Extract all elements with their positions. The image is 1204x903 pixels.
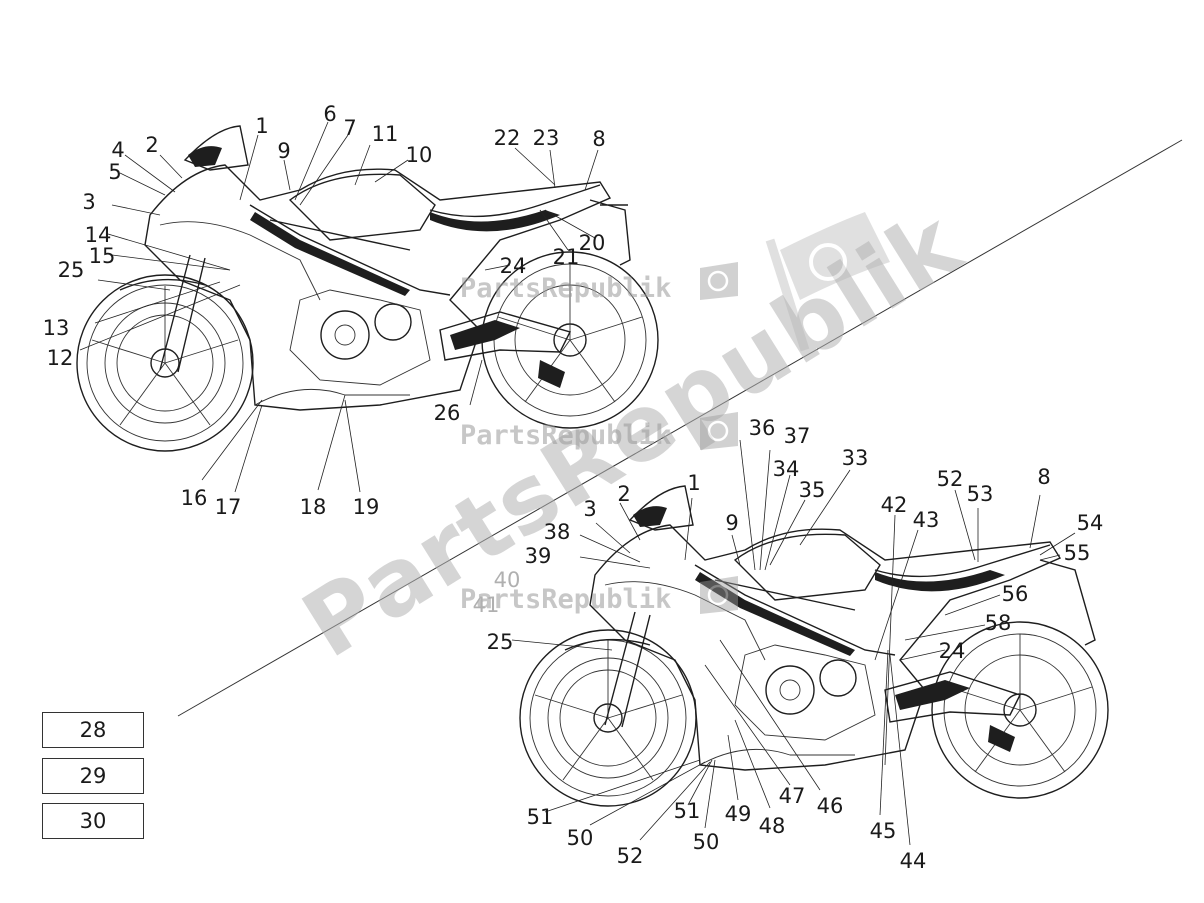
callout-top-2: 2 (145, 133, 158, 157)
callout-bottom-53: 52 (937, 467, 964, 491)
callout-bottom-42: 44 (900, 849, 927, 873)
callout-bottom-36: 38 (544, 520, 571, 544)
callout-bottom-47: 49 (725, 802, 752, 826)
callout-bottom-56: 55 (1064, 541, 1091, 565)
callout-top-20: 20 (579, 231, 606, 255)
callout-top-5: 5 (108, 160, 121, 184)
callout-bottom-8: 8 (1037, 465, 1050, 489)
callout-top-9: 9 (277, 139, 290, 163)
callout-top-12: 12 (47, 346, 74, 370)
callout-top-6: 6 (323, 102, 336, 126)
callout-bottom-54: 53 (967, 482, 994, 506)
part-box-28: 28 (42, 712, 144, 748)
callout-top-11: 11 (372, 122, 399, 146)
callout-top-17: 17 (215, 495, 242, 519)
callout-top-18: 18 (300, 495, 327, 519)
callout-bottom-41: 43 (913, 508, 940, 532)
callout-bottom-38: 40 (494, 568, 521, 592)
callout-bottom-35: 37 (784, 424, 811, 448)
gear-icon (700, 262, 738, 300)
top-motorcycle-drawing (76, 125, 659, 452)
callout-top-8: 8 (592, 127, 605, 151)
watermark-small-mid: PartsRepublik (460, 420, 671, 451)
gear-icon (765, 212, 890, 352)
callout-bottom-48: 50 (693, 830, 720, 854)
callout-top-14: 14 (85, 223, 112, 247)
callout-top-7: 7 (343, 116, 356, 140)
callout-top-15: 15 (89, 244, 116, 268)
part-box-30: 30 (42, 803, 144, 839)
callout-top-24: 24 (500, 254, 527, 278)
callout-top-19: 19 (353, 495, 380, 519)
part-box-29: 29 (42, 758, 144, 794)
callout-bottom-43: 45 (870, 819, 897, 843)
callout-top-26: 26 (434, 401, 461, 425)
callout-bottom-2: 2 (617, 482, 630, 506)
callout-bottom-46: 48 (759, 814, 786, 838)
callout-bottom-34: 36 (749, 416, 776, 440)
callout-top-4: 4 (111, 138, 124, 162)
callout-bottom-24: 24 (939, 639, 966, 663)
callout-top-22: 22 (494, 126, 521, 150)
callout-bottom-32: 34 (773, 457, 800, 481)
watermark-layer: PartsRepublik PartsRepublik PartsRepubli… (285, 189, 979, 678)
callout-bottom-45: 47 (779, 784, 806, 808)
diagonal-divider (177, 139, 1183, 717)
callout-top-3: 3 (82, 190, 95, 214)
callout-bottom-9: 9 (725, 511, 738, 535)
callout-bottom-55: 54 (1077, 511, 1104, 535)
callout-top-21: 21 (553, 245, 580, 269)
callout-bottom-51: 51 (527, 805, 554, 829)
callout-top-1: 1 (255, 114, 268, 138)
watermark-small-bottom: PartsRepublik (460, 584, 671, 615)
callout-bottom-44: 46 (817, 794, 844, 818)
callout-top-25: 25 (58, 258, 85, 282)
gear-icon (700, 412, 738, 450)
callout-top-16: 16 (181, 486, 208, 510)
callout-top-13: 13 (43, 316, 70, 340)
gear-icon (700, 576, 738, 614)
bottom-front-wheel (519, 629, 697, 807)
callout-bottom-40: 42 (881, 493, 908, 517)
callout-top-10: 10 (406, 143, 433, 167)
callout-bottom-25: 25 (487, 630, 514, 654)
callout-bottom-49: 51 (674, 799, 701, 823)
callout-bottom-57: 56 (1002, 582, 1029, 606)
leader-lines (79, 121, 1076, 846)
callout-bottom-37: 39 (525, 544, 552, 568)
top-front-wheel (76, 274, 254, 452)
callout-bottom-58: 58 (985, 611, 1012, 635)
callout-bottom-50: 50 (567, 826, 594, 850)
callout-bottom-1: 1 (687, 471, 700, 495)
callout-bottom-3: 3 (583, 497, 596, 521)
callout-top-23: 23 (533, 126, 560, 150)
watermark-small-top: PartsRepublik (460, 273, 671, 304)
callout-bottom-31: 33 (842, 446, 869, 470)
callout-labels: 1 2 4 5 3 6 7 11 10 9 22 23 8 20 21 24 1… (43, 102, 1104, 873)
callout-bottom-52: 52 (617, 844, 644, 868)
bottom-motorcycle-drawing (519, 485, 1109, 807)
callout-bottom-33: 35 (799, 478, 826, 502)
callout-bottom-39: 41 (473, 593, 500, 617)
